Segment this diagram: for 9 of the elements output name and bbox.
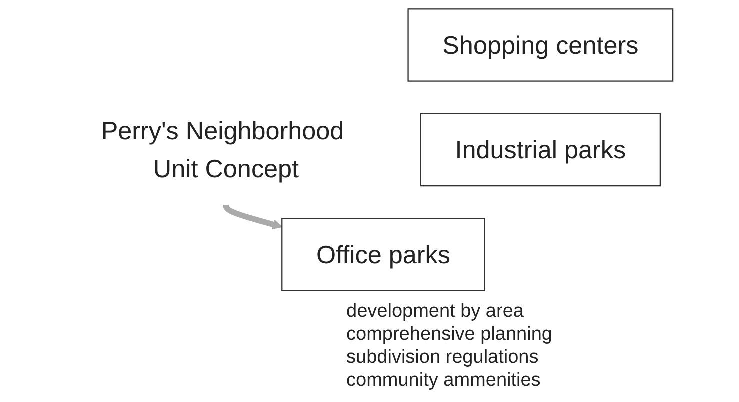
- node-box: Office parks: [282, 218, 486, 292]
- arrow: [223, 203, 283, 230]
- note-text: subdivision regulations: [346, 346, 540, 369]
- node-text: Perry's Neighborhood Unit Concept: [101, 116, 344, 184]
- note-text: comprehensive planning: [346, 323, 552, 346]
- note-text: community ammenities: [346, 369, 542, 392]
- node-box: Industrial parks: [420, 113, 661, 187]
- note-text: development by area: [346, 300, 525, 323]
- node-box: Shopping centers: [408, 8, 674, 82]
